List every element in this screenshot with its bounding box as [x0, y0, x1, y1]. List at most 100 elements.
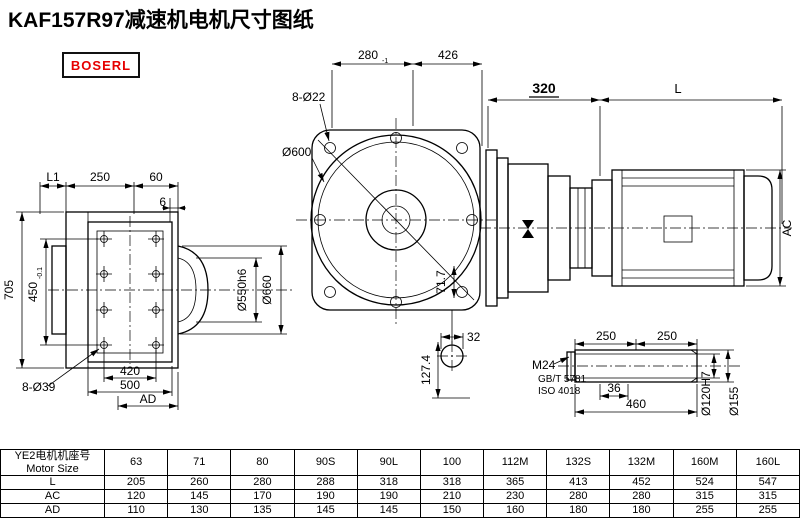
- row-label: AC: [0, 489, 105, 505]
- cell: 130: [167, 503, 232, 519]
- cell: 180: [546, 503, 611, 519]
- row-label: L: [0, 475, 105, 491]
- flange-bolt-holes: [314, 132, 478, 308]
- cell: 255: [735, 503, 800, 519]
- cell: 318: [356, 475, 421, 491]
- bolt-hole: [456, 142, 468, 154]
- cell: 170: [230, 489, 295, 505]
- header-en: Motor Size: [26, 462, 79, 475]
- cell: 280: [546, 489, 611, 505]
- dim-420: 420: [120, 364, 140, 378]
- section-symbol: [522, 220, 534, 229]
- cell: 280: [230, 475, 295, 491]
- bolt-hole: [390, 132, 402, 144]
- dim-arrow: [163, 205, 170, 211]
- table-row-AD: AD 110 130 135 145 145 150 160 180 180 2…: [0, 503, 800, 519]
- cell: 190: [293, 489, 358, 505]
- cell: 210: [419, 489, 485, 505]
- leader-8d39: [47, 348, 100, 387]
- left-view: L1 250 60 6 705 450 -0.1 8-Ø39 420 500 A…: [2, 170, 292, 410]
- cell: 365: [483, 475, 548, 491]
- hollow-shaft-detail: 250 250 M24 GB/T 5781 ISO 4018 36 460 Ø1…: [532, 329, 741, 417]
- size-col-header: 90S: [293, 448, 358, 477]
- motor-nameplate: [663, 215, 693, 243]
- hole-center-marks: [96, 231, 164, 353]
- bolt-hole: [466, 214, 478, 226]
- cell: 150: [419, 503, 485, 519]
- bolt-hole: [324, 142, 336, 154]
- shaft-section-detail: 32 127.4: [419, 330, 481, 399]
- dim-460: 460: [626, 397, 646, 411]
- page-title: KAF157R97减速机电机尺寸图纸: [8, 9, 314, 32]
- cell: 255: [672, 503, 737, 519]
- dim-280: 280: [358, 48, 378, 62]
- dia-120: Ø120H7: [699, 371, 713, 416]
- cell: 120: [103, 489, 169, 505]
- size-col-header: 90L: [356, 448, 421, 477]
- dim-705: 705: [2, 280, 16, 300]
- dia-600: Ø600: [282, 145, 312, 159]
- dim-AD: AD: [140, 392, 157, 406]
- bore-lines: [575, 349, 698, 383]
- cell: 160: [483, 503, 548, 519]
- header-cn: YE2电机机座号: [14, 450, 91, 462]
- cell: 145: [356, 503, 421, 519]
- cell: 524: [672, 475, 737, 491]
- tol-280: -1: [382, 58, 388, 65]
- cell: 230: [483, 489, 548, 505]
- cell: 315: [735, 489, 800, 505]
- dim-36: 36: [607, 381, 621, 395]
- ext-lines: [331, 70, 483, 344]
- centerlines: [296, 118, 496, 326]
- size-col-header: 100: [419, 448, 485, 477]
- dia-155: Ø155: [727, 386, 741, 416]
- cell: 318: [419, 475, 485, 491]
- section-symbol: [522, 229, 534, 238]
- diameter-diagonal: [317, 139, 475, 301]
- row-label: AD: [0, 503, 105, 519]
- cell: 547: [735, 475, 800, 491]
- dim-arrow: [178, 205, 185, 211]
- cell: 135: [230, 503, 295, 519]
- bolt-hole: [390, 296, 402, 308]
- label-8d22: 8-Ø22: [292, 90, 326, 104]
- size-col-header: 80: [230, 448, 295, 477]
- dia-660: Ø660: [260, 275, 274, 305]
- dim-500: 500: [120, 378, 140, 392]
- cell: 452: [609, 475, 674, 491]
- size-col-header: 112M: [483, 448, 548, 477]
- ext-lines: [487, 106, 786, 287]
- dim-L1: L1: [46, 170, 60, 184]
- cell: 280: [609, 489, 674, 505]
- centerlines: [437, 341, 467, 371]
- cell: 413: [546, 475, 611, 491]
- leader-d600: [311, 157, 325, 183]
- std-iso: ISO 4018: [538, 386, 581, 397]
- dim-L: L: [674, 81, 681, 96]
- dim-450: 450: [26, 282, 40, 302]
- cell: 145: [293, 503, 358, 519]
- cell: 180: [609, 503, 674, 519]
- dim-1274: 127.4: [419, 355, 433, 385]
- front-view: 280 -1 426 8-Ø22 Ø600 71.7: [282, 48, 496, 344]
- dim-250: 250: [90, 170, 110, 184]
- cell: 190: [356, 489, 421, 505]
- cell: 205: [103, 475, 169, 491]
- dim-60: 60: [149, 170, 163, 184]
- size-col-header: 71: [167, 448, 232, 477]
- dim-250b: 250: [657, 329, 677, 343]
- fan-cover: [743, 175, 773, 281]
- size-col-header: 160L: [735, 448, 800, 477]
- cell: 260: [167, 475, 232, 491]
- face-bolt-holes: [96, 231, 164, 353]
- dia-550: Ø550h6: [235, 268, 249, 311]
- bolt-hole: [314, 214, 326, 226]
- size-col-header: 160M: [672, 448, 737, 477]
- dim-426: 426: [438, 48, 458, 62]
- technical-drawing: L1 250 60 6 705 450 -0.1 8-Ø39 420 500 A…: [2, 48, 794, 417]
- cell: 145: [167, 489, 232, 505]
- brand-logo: BOSERL: [62, 52, 140, 78]
